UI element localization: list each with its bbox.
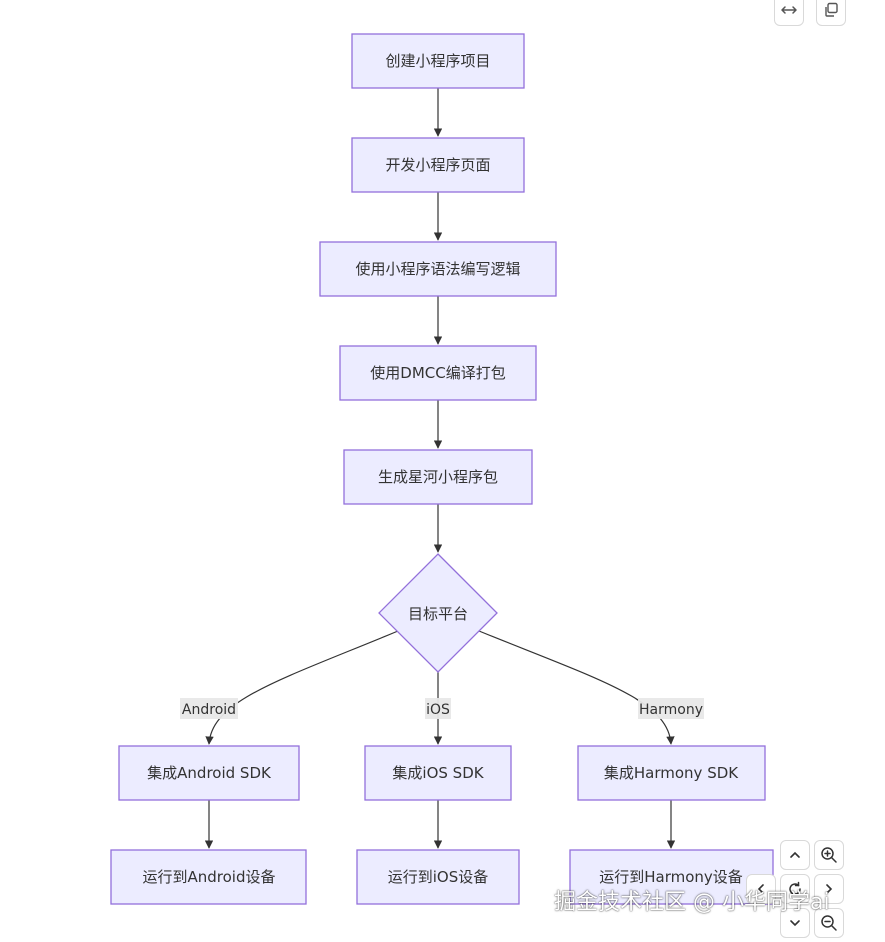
chevron-right-icon [826, 884, 833, 894]
edge-label-ios: iOS [425, 698, 451, 719]
reset-icon [789, 881, 801, 895]
zoom-out-button[interactable] [814, 908, 844, 938]
node-write-logic[interactable]: 使用小程序语法编写逻辑 [319, 241, 557, 297]
copy-button[interactable] [816, 0, 846, 26]
node-target-platform[interactable]: 目标平台 [378, 553, 498, 673]
node-label: 开发小程序页面 [385, 156, 490, 174]
node-label: 集成iOS SDK [392, 764, 484, 782]
node-label: 使用小程序语法编写逻辑 [355, 260, 520, 278]
node-label: 创建小程序项目 [385, 52, 490, 70]
node-ios-sdk[interactable]: 集成iOS SDK [364, 745, 512, 801]
chevron-down-icon [790, 920, 800, 927]
edge-target-harmony [478, 630, 675, 745]
horizontal-arrows-icon [781, 6, 797, 14]
chevron-up-icon [790, 851, 800, 858]
edge-label-android: Android [180, 698, 238, 719]
node-label: 集成Android SDK [147, 764, 272, 782]
node-label: 目标平台 [408, 605, 468, 623]
edge-label-text: Android [182, 702, 236, 718]
edge-label-text: iOS [426, 702, 450, 718]
zoom-in-icon [821, 847, 837, 863]
edge-label-text: Harmony [639, 702, 703, 718]
chevron-left-icon [757, 884, 764, 894]
pan-up-button[interactable] [780, 840, 810, 870]
node-label: 运行到iOS设备 [388, 868, 489, 886]
node-run-ios[interactable]: 运行到iOS设备 [356, 849, 520, 905]
edge-target-android [205, 630, 399, 745]
node-create-project[interactable]: 创建小程序项目 [351, 33, 525, 89]
edges [204, 88, 676, 849]
zoom-out-icon [821, 915, 837, 931]
reset-button[interactable] [780, 874, 810, 904]
node-harmony-sdk[interactable]: 集成Harmony SDK [577, 745, 766, 801]
expand-button[interactable] [774, 0, 804, 26]
edge-label-harmony: Harmony [638, 698, 704, 719]
pan-down-button[interactable] [780, 908, 810, 938]
zoom-in-button[interactable] [814, 840, 844, 870]
node-generate-package[interactable]: 生成星河小程序包 [343, 449, 533, 505]
node-run-android[interactable]: 运行到Android设备 [110, 849, 307, 905]
watermark: 掘金技术社区 @ 小华同学ai [554, 890, 830, 915]
node-label: 运行到Android设备 [143, 868, 276, 886]
pan-right-button[interactable] [814, 874, 844, 904]
node-label: 运行到Harmony设备 [599, 868, 743, 886]
node-develop-pages[interactable]: 开发小程序页面 [351, 137, 525, 193]
node-label: 生成星河小程序包 [378, 468, 498, 486]
node-dmcc-build[interactable]: 使用DMCC编译打包 [339, 345, 537, 401]
pan-left-button[interactable] [746, 874, 776, 904]
node-android-sdk[interactable]: 集成Android SDK [118, 745, 300, 801]
node-label: 使用DMCC编译打包 [370, 364, 505, 382]
copy-icon [825, 2, 838, 17]
node-label: 集成Harmony SDK [604, 764, 739, 782]
node-run-harmony[interactable]: 运行到Harmony设备 [569, 849, 774, 905]
